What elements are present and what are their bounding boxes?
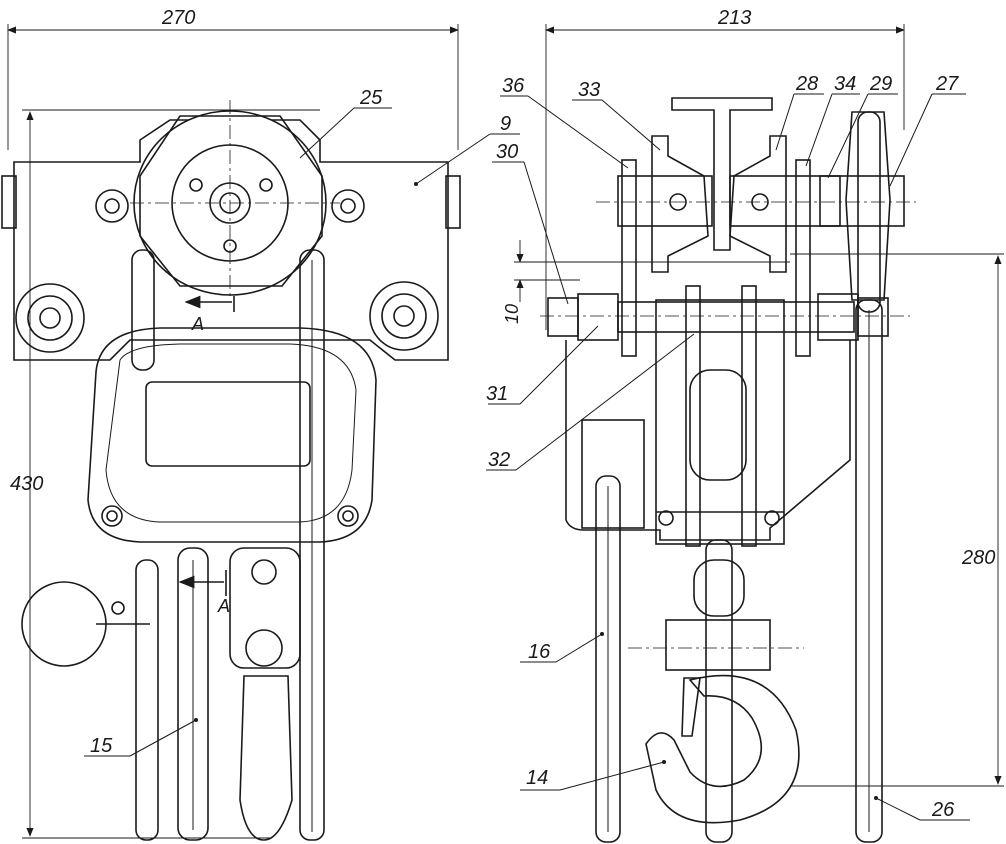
hoist-housing-side	[565, 299, 851, 545]
cross-shaft	[540, 285, 910, 547]
callout-31: 31	[486, 325, 599, 405]
hand-wheel-profile	[845, 111, 891, 313]
svg-text:32: 32	[488, 449, 510, 471]
svg-text:10: 10	[502, 304, 522, 324]
svg-text:A: A	[191, 314, 204, 334]
callout-16: 16	[520, 632, 604, 663]
hand-chain-right	[299, 249, 325, 841]
trolley-wheel-left	[617, 135, 713, 273]
callout-33: 33	[572, 79, 661, 151]
hand-wheel	[130, 100, 340, 300]
dimension-label-270: 270	[161, 7, 195, 29]
wheel-right	[369, 281, 439, 351]
svg-text:280: 280	[961, 547, 995, 569]
callout-27: 27	[889, 73, 966, 187]
i-beam	[671, 97, 773, 251]
svg-text:33: 33	[578, 79, 600, 101]
hook-side	[628, 559, 804, 824]
svg-text:A: A	[217, 596, 230, 616]
callout-32: 32	[486, 333, 695, 471]
svg-text:15: 15	[90, 735, 113, 757]
callout-34: 34	[805, 73, 860, 167]
hoist-body	[87, 327, 377, 543]
svg-text:213: 213	[717, 7, 751, 29]
section-mark-lower: A	[178, 570, 230, 616]
hand-chain-left	[131, 249, 159, 841]
front-view: 270 430	[1, 7, 520, 841]
svg-text:28: 28	[795, 73, 818, 95]
hand-chain-side-right	[855, 299, 883, 843]
callout-9: 9	[414, 113, 520, 186]
callout-15: 15	[84, 718, 198, 757]
svg-text:25: 25	[359, 87, 383, 109]
svg-text:14: 14	[526, 767, 548, 789]
load-chain-front	[177, 547, 209, 841]
callout-25: 25	[299, 87, 392, 159]
shaft	[819, 175, 905, 227]
side-view: 213 10 280	[486, 7, 1004, 843]
dimension-side-height: 280	[790, 253, 1004, 787]
callout-30: 30	[492, 141, 569, 305]
svg-text:27: 27	[935, 73, 959, 95]
section-mark-upper: A	[184, 295, 235, 334]
dimension-side-width: 213	[545, 7, 905, 330]
dimension-front-width: 270	[7, 7, 459, 150]
svg-text:30: 30	[496, 141, 518, 163]
trolley-wheel-right	[729, 135, 841, 273]
hook-front	[229, 547, 301, 841]
callout-26: 26	[874, 796, 970, 821]
wheel-left	[15, 283, 85, 353]
svg-text:34: 34	[834, 73, 856, 95]
dimension-front-height: 430	[10, 109, 320, 839]
svg-text:29: 29	[869, 73, 892, 95]
hand-chain-side-left	[595, 475, 621, 843]
callout-36: 36	[500, 75, 629, 169]
svg-text:9: 9	[500, 113, 511, 135]
dimension-side-gap: 10	[502, 240, 790, 324]
dimension-label-430: 430	[10, 473, 43, 495]
svg-text:36: 36	[502, 75, 525, 97]
svg-text:26: 26	[931, 799, 955, 821]
callout-29: 29	[827, 73, 898, 179]
callout-28: 28	[775, 73, 824, 151]
svg-text:16: 16	[528, 641, 551, 663]
chain-counterweight	[21, 581, 150, 667]
svg-text:31: 31	[486, 383, 508, 405]
callout-14: 14	[520, 760, 666, 791]
load-chain-side	[705, 539, 733, 843]
